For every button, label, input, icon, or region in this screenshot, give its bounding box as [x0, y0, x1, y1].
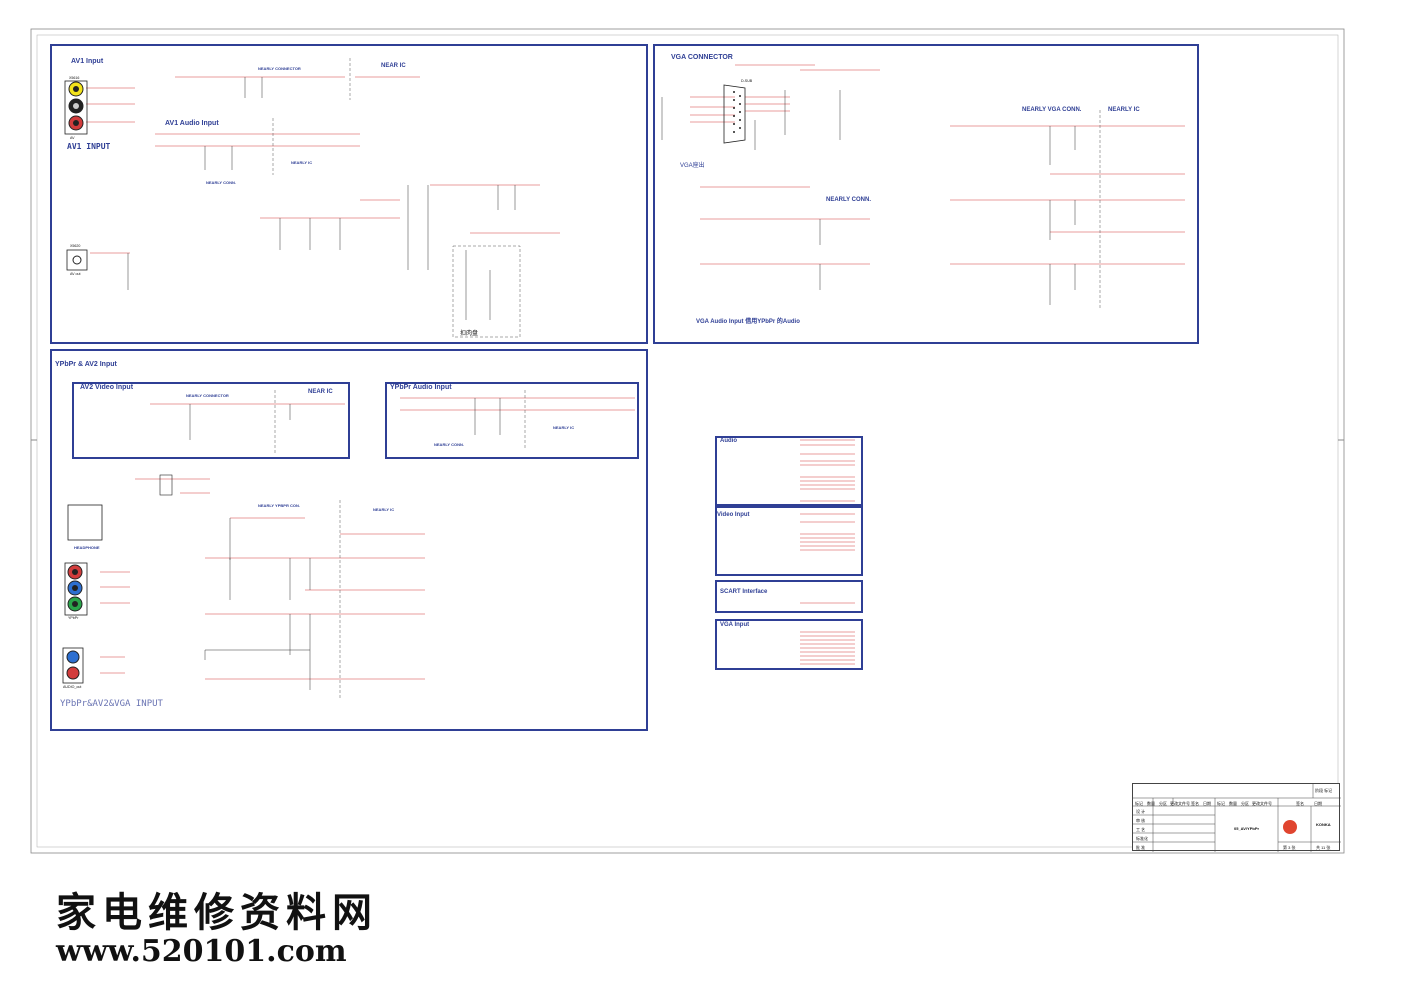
ypbpr-nearly-con: NEARLY YPBPR CON. [258, 503, 300, 508]
port-scart-title: SCART Interface [720, 589, 768, 595]
vga-title: VGA CONNECTOR [671, 54, 733, 61]
av1-nearly-connector: NEARLY CONNECTOR [258, 66, 301, 71]
title-block-row-standard: 标准化 [1136, 836, 1148, 841]
title-block-header-10: 更改文件号 [1252, 801, 1272, 806]
av2-video-subblock [72, 382, 350, 459]
title-block-header-11: 签名 [1296, 801, 1304, 806]
av2-nearly-connector: NEARLY CONNECTOR [186, 393, 229, 398]
title-block-header-2: 数量 [1147, 801, 1155, 806]
port-vga-box [715, 619, 863, 670]
av1-footer: AV1 INPUT [67, 142, 111, 151]
title-block-header-1: 标记 [1135, 801, 1143, 806]
sheet-total: 共 11 张 [1316, 845, 1331, 850]
watermark-chinese: 家电维修资料网 [56, 889, 378, 936]
title-block-row-design: 设 计 [1136, 809, 1146, 814]
vga-nearly-ic: NEARLY IC [1108, 107, 1140, 113]
watermark-url: www.520101.com [56, 934, 347, 969]
av2-near-ic: NEAR IC [308, 389, 333, 395]
av1-nearly-ic: NEARLY IC [291, 160, 313, 165]
title-block: 标记 数量 分区 更改文件号 签名 日期 标记 数量 分区 更改文件号 签名 日… [1132, 783, 1341, 852]
vga-dsub-label: D-SUB [741, 79, 753, 83]
port-audio-title: Audio [720, 438, 737, 444]
port-audio-box [715, 436, 863, 506]
av2-title: AV2 Video Input [80, 384, 134, 391]
title-block-header-6: 日期 [1203, 801, 1211, 806]
headphone-label: HEADPHONE [74, 545, 100, 550]
port-vga-title: VGA Input [720, 622, 750, 628]
vga-connector-block [653, 44, 1199, 344]
av1-title: AV1 Input [71, 58, 104, 65]
ypbpr-title: YPbPr & AV2 Input [55, 361, 117, 368]
port-scart-box [715, 580, 863, 613]
av1-audio-title: AV1 Audio Input [165, 120, 219, 127]
title-block-header-9: 分区 [1241, 801, 1249, 806]
brand-name: KONKA [1316, 822, 1331, 827]
title-block-row-review: 审 核 [1136, 818, 1146, 823]
title-block-header-3: 分区 [1159, 801, 1167, 806]
ypbpr-audio-nearly-conn: NEARLY CONN. [434, 442, 465, 447]
port-video-box [715, 506, 863, 576]
av-out-label: AV out [70, 272, 81, 276]
av1-connector-ref: X5616 [69, 76, 80, 80]
av1-av-label: AV [70, 136, 75, 140]
ypbpr-av2-block [50, 349, 648, 731]
av1-nearly-conn: NEARLY CONN. [206, 180, 237, 185]
title-block-header-5: 签名 [1191, 801, 1199, 806]
audio-out-label: AUDIO_out [63, 685, 82, 689]
ypbpr-connector-label: YPbPr [68, 616, 79, 620]
ypbpr-nearly-ic: NEARLY IC [373, 507, 395, 512]
konka-logo-icon [1283, 820, 1297, 834]
av-out-connector-ref: X5620 [70, 244, 81, 248]
drawing-name: 05_AV/YPbPr [1234, 826, 1260, 831]
title-block-row-approve: 批 准 [1136, 845, 1146, 850]
title-block-header-7: 标记 [1217, 801, 1225, 806]
title-block-header-4: 更改文件号 [1170, 801, 1190, 806]
vga-nearly-conn: NEARLY CONN. [826, 197, 872, 203]
title-block-row-process: 工 艺 [1136, 827, 1146, 832]
title-block-header-12: 日期 [1314, 801, 1322, 806]
vga-sub: VGA座出 [680, 163, 705, 169]
port-video-title: Video Input [717, 512, 750, 518]
ypbpr-audio-title: YPbPr Audio Input [390, 384, 452, 391]
ypbpr-footer: YPbPr&AV2&VGA INPUT [60, 699, 163, 709]
stage-mark: 阶段 标记 [1315, 788, 1333, 793]
av1-input-block [50, 44, 648, 344]
title-block-header-8: 数量 [1229, 801, 1237, 806]
vga-nearly-conn-title: NEARLY VGA CONN. [1022, 107, 1082, 113]
av1-near-ic: NEAR IC [381, 63, 406, 69]
vga-audio-note: VGA Audio Input 借用YPbPr 的Audio [696, 319, 800, 325]
ypbpr-audio-subblock [385, 382, 639, 459]
av1-note: 扣肉盘 [460, 331, 479, 337]
sheet-number: 第 3 张 [1283, 845, 1296, 850]
ypbpr-audio-nearly-ic: NEARLY IC [553, 425, 575, 430]
